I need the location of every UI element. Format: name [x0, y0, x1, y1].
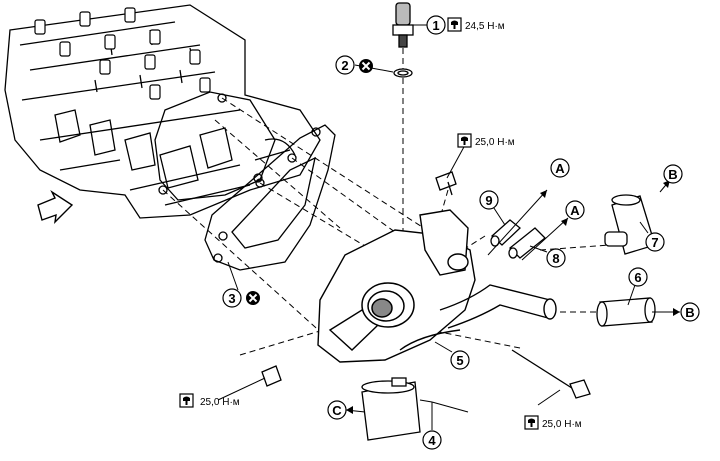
svg-text:A: A: [570, 203, 580, 218]
torque-label-lower-bolt: 25,0 Н·м: [179, 393, 240, 408]
svg-text:8: 8: [552, 251, 559, 266]
hose-4: [361, 377, 421, 441]
svg-text:B: B: [668, 167, 677, 182]
svg-text:4: 4: [428, 433, 436, 448]
ref-b-upper: B: [663, 164, 683, 184]
ref-b-lower: B: [680, 302, 700, 322]
svg-text:7: 7: [651, 235, 658, 250]
svg-text:25,0 Н·м: 25,0 Н·м: [475, 137, 515, 148]
callout-5: 5: [450, 350, 470, 370]
svg-text:3: 3: [228, 291, 235, 306]
torque-label-sensor: 24,5 Н·м: [447, 17, 505, 32]
callout-9: 9: [479, 190, 499, 210]
torque-wrench-icon: [524, 415, 539, 430]
callout-3: 3: [222, 288, 242, 308]
ref-a-lower: A: [565, 200, 585, 220]
callout-8: 8: [546, 248, 566, 268]
hose-6: [596, 297, 656, 327]
temperature-sensor: [392, 2, 414, 48]
ref-c: C: [327, 400, 347, 420]
fitting-8: [508, 227, 546, 259]
svg-text:1: 1: [432, 18, 439, 33]
sealing-washer: [393, 68, 413, 78]
svg-text:5: 5: [456, 353, 463, 368]
svg-text:25,0 Н·м: 25,0 Н·м: [542, 419, 582, 430]
ref-a-upper: A: [550, 158, 570, 178]
svg-text:C: C: [332, 403, 342, 418]
arrow-heads: [346, 180, 680, 414]
callout-1: 1: [426, 15, 446, 35]
gasket: [204, 124, 336, 271]
fitting-9: [490, 219, 521, 247]
do-not-reuse-icon: [245, 290, 261, 306]
svg-text:24,5 Н·м: 24,5 Н·м: [465, 21, 505, 32]
torque-wrench-icon: [179, 393, 194, 408]
svg-text:A: A: [555, 161, 565, 176]
callout-2: 2: [335, 55, 355, 75]
svg-text:2: 2: [341, 58, 348, 73]
head-flange: [154, 91, 276, 201]
torque-wrench-icon: [457, 133, 472, 148]
callout-4: 4: [422, 430, 442, 450]
svg-text:6: 6: [634, 270, 641, 285]
svg-text:25,0 Н·м: 25,0 Н·м: [200, 397, 240, 408]
callout-6: 6: [628, 267, 648, 287]
bolt-long: [511, 349, 591, 399]
svg-text:9: 9: [485, 193, 492, 208]
housing-outlet: [361, 282, 415, 328]
svg-text:B: B: [685, 305, 694, 320]
head-bolts: [34, 7, 211, 100]
hose-7: [604, 194, 656, 255]
do-not-reuse-icon: [358, 58, 374, 74]
outlet-pipe: [399, 284, 557, 351]
torque-label-upper-bolt: 25,0 Н·м: [457, 133, 515, 148]
torque-wrench-icon: [447, 17, 462, 32]
front-direction-arrow-icon: [37, 190, 74, 224]
bolt-upper: [435, 171, 457, 196]
torque-label-long-bolt: 25,0 Н·м: [524, 415, 582, 430]
callout-7: 7: [645, 232, 665, 252]
bolt-lower-left: [261, 365, 282, 387]
